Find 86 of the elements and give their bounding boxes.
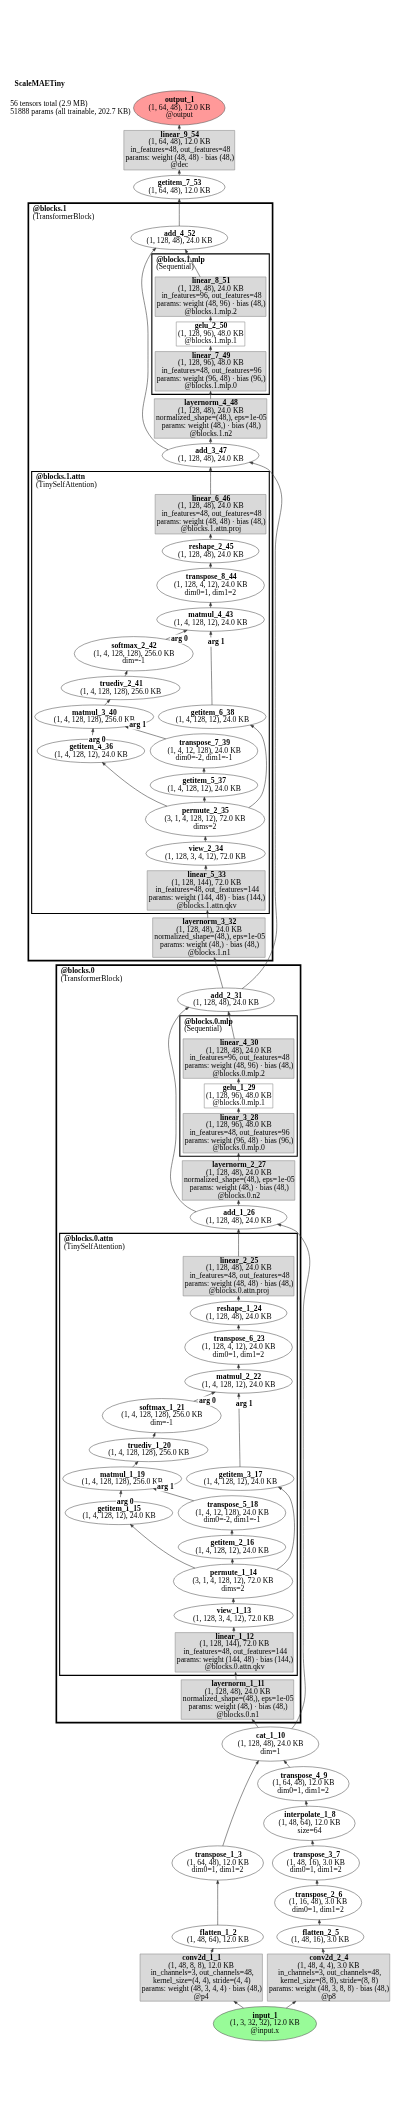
arrow xyxy=(203,796,206,803)
arrow xyxy=(318,1919,321,1926)
arrow xyxy=(209,630,213,706)
arrow xyxy=(210,1948,214,1955)
arrow xyxy=(231,1598,235,1604)
arrow xyxy=(231,1558,234,1565)
arrow xyxy=(125,726,166,740)
label: 51888 params (all trainable, 202.7 KB) xyxy=(10,107,131,117)
arrow xyxy=(213,957,224,989)
node-box: linear_8_51 (1, 128, 48), 24.0 KB in_features=96, out_features=48 params: weight (48, 96) · bias (48,) @blocks.1.mlp.2 xyxy=(154,276,267,317)
node-box-text: layernorm_3_32 (1, 128, 48), 24.0 KB normalized_shape=(48,), eps=1e-05 params: weight (48,) · bias (48,) @blocks.1.n1 xyxy=(152,917,266,958)
arrow xyxy=(130,1524,196,1569)
arrow xyxy=(241,461,283,989)
arrow xyxy=(230,1529,234,1536)
node-box: layernorm_2_27 (1, 128, 48), 24.0 KB normalized_shape=(48,), eps=1e-05 params: weight (48,) · bias (48,) @blocks.0.n2 xyxy=(182,1160,296,1201)
arrow xyxy=(202,767,206,774)
arrow xyxy=(305,1800,308,1807)
arrow xyxy=(209,562,212,569)
arrow xyxy=(276,1486,295,1570)
arrow xyxy=(177,169,181,176)
arrow xyxy=(277,1223,311,1729)
arrow xyxy=(203,836,207,843)
arrow xyxy=(283,1760,290,1768)
arrow xyxy=(177,124,181,131)
arrow xyxy=(237,1200,240,1206)
edge-label: arg 1 xyxy=(235,1398,253,1408)
node-box: linear_2_25 (1, 128, 48), 24.0 KB in_features=48, out_features=48 params: weight (48, 48) · bias (48,) @blocks.0.attn.proj xyxy=(182,1256,295,1297)
arrow xyxy=(209,466,212,495)
node-box: layernorm_1_11 (1, 128, 48), 24.0 KB normalized_shape=(48,), eps=1e-05 params: weight (48,) · bias (48,) @blocks.0.n1 xyxy=(180,1679,294,1720)
arrow xyxy=(104,699,111,706)
arrow xyxy=(165,629,188,640)
arrow xyxy=(251,1719,259,1728)
node-ellipse: input_1 (1, 3, 32, 32), 12.0 KB @input.x xyxy=(213,2006,317,2042)
node-ellipse: flatten_1_2 (1, 48, 64), 12.0 KB xyxy=(171,1924,264,1949)
arrow xyxy=(237,1324,240,1331)
node-ellipse: transpose_1_3 (1, 64, 48), 12.0 KB dim0=1, dim1=2 xyxy=(171,1845,264,1881)
arrow xyxy=(124,670,128,677)
arrow xyxy=(286,2000,297,2009)
arrow xyxy=(132,1461,139,1468)
arrow xyxy=(141,247,169,450)
node-box: layernorm_4_48 (1, 128, 48), 24.0 KB normalized_shape=(48,), eps=1e-05 params: weight (48,) · bias (48,) @blocks.1.n2 xyxy=(154,398,268,439)
node-box: linear_4_30 (1, 128, 48), 24.0 KB in_features=96, out_features=48 params: weight (48, 96) · bias (48,) @blocks.0.mlp.2 xyxy=(182,1038,295,1079)
arrow xyxy=(204,865,208,871)
arrow xyxy=(248,724,267,808)
edge-label: arg 1 xyxy=(207,636,225,646)
arrow xyxy=(209,390,212,399)
diagram-title: ScaleMAETiny xyxy=(14,78,65,88)
arrow xyxy=(206,910,209,919)
arrow xyxy=(237,1152,240,1161)
arrow xyxy=(237,1295,240,1302)
arrow xyxy=(237,1392,241,1468)
arrow xyxy=(153,1488,194,1502)
node-ellipse: transpose_4_9 (1, 64, 48), 12.0 KB dim0=1, dim1=2 xyxy=(257,1766,350,1802)
label: 56 tensors total (2.9 MB) xyxy=(10,98,88,108)
arrow xyxy=(168,1007,197,1212)
arrow xyxy=(209,438,212,444)
edge-label: arg 0 xyxy=(198,1395,216,1405)
edge-label: arg 0 xyxy=(116,1496,134,1506)
node-ellipse: output_1 (1, 64, 48), 12.0 KB @output xyxy=(133,90,226,126)
arrow xyxy=(222,1760,259,1847)
arrow xyxy=(321,1948,325,1955)
arrow xyxy=(237,1107,240,1114)
arrow xyxy=(232,1626,236,1633)
arrow xyxy=(209,602,212,609)
node-box: linear_6_46 (1, 128, 48), 24.0 KB in_features=48, out_features=48 params: weight (48, 48) · bias (48,) @blocks.1.attn.proj xyxy=(154,494,267,535)
arrow xyxy=(177,198,181,227)
node-ellipse: transpose_7_39 (1, 4, 12, 128), 24.0 KB dim0=-2, dim1=-1 xyxy=(149,733,259,769)
arrow xyxy=(315,1879,319,1886)
arrow xyxy=(152,1432,156,1439)
arrow xyxy=(237,1078,240,1084)
arrow xyxy=(209,345,212,352)
arrow xyxy=(102,762,168,807)
arrow xyxy=(216,1880,220,1926)
arrow xyxy=(227,1011,235,1040)
arrow xyxy=(234,1672,238,1680)
arrow xyxy=(193,1391,216,1402)
arrow xyxy=(233,2000,244,2009)
arrow xyxy=(185,249,201,278)
arrow xyxy=(311,1840,315,1847)
node-ellipse: transpose_5_18 (1, 4, 12, 128), 24.0 KB dim0=-2, dim1=-1 xyxy=(177,1495,287,1531)
arrow xyxy=(209,533,212,540)
arrow xyxy=(209,316,212,323)
arrow xyxy=(237,1228,240,1257)
arrow xyxy=(237,1364,240,1370)
edge-label: arg 0 xyxy=(170,633,188,643)
edge-label: arg 0 xyxy=(88,734,106,744)
